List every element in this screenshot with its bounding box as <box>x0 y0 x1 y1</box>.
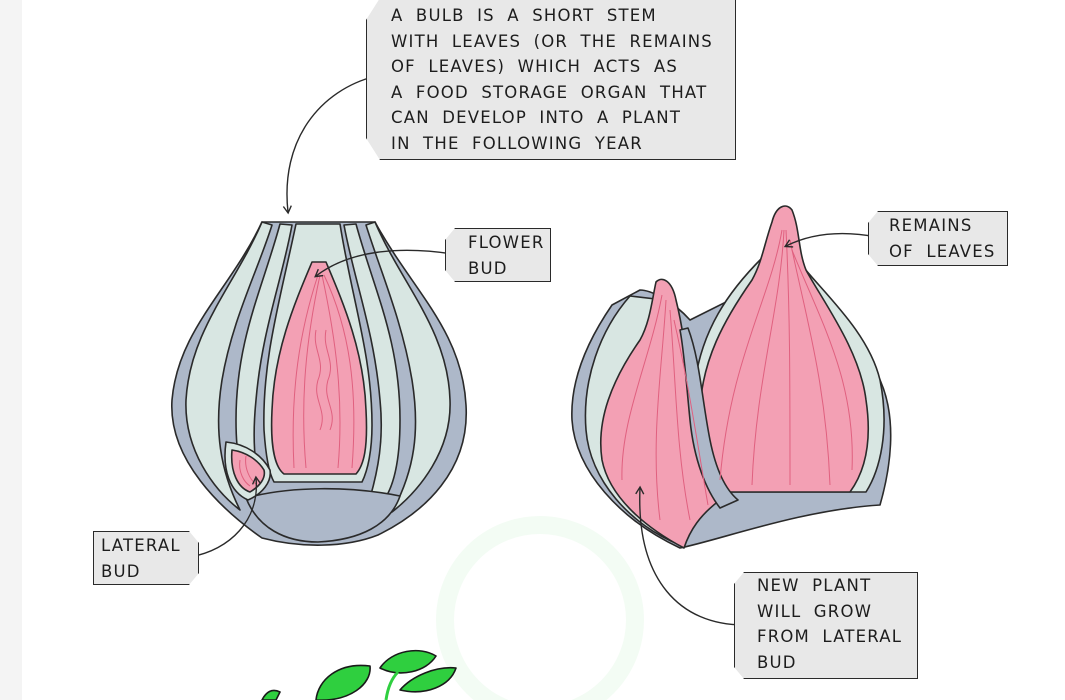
callout-line: IN THE FOLLOWING YEAR <box>391 133 643 153</box>
left-bulb-section <box>171 221 467 546</box>
label-line: BUD <box>468 258 508 278</box>
label-line: WILL GROW <box>757 601 873 621</box>
label-line: REMAINS <box>889 216 973 235</box>
callout-line: WITH LEAVES (OR THE REMAINS <box>391 31 713 51</box>
arrow-new-plant <box>635 485 745 626</box>
arrow-remains-of-leaves <box>783 232 878 248</box>
arrow-flower-bud <box>314 249 454 278</box>
background-watermark <box>436 516 644 700</box>
label-lateral-bud: LATERAL BUD <box>93 531 199 585</box>
arrow-main-to-bulb <box>282 75 377 215</box>
callout-line: A BULB IS A SHORT STEM <box>391 6 657 25</box>
label-line: OF LEAVES <box>889 241 996 261</box>
logo-leaves-icon <box>261 649 457 700</box>
left-bud-texture <box>239 274 355 487</box>
arrow-lateral-bud <box>189 475 262 558</box>
label-line: FLOWER <box>468 233 545 252</box>
callout-bulb-definition: A BULB IS A SHORT STEM WITH LEAVES (OR T… <box>366 0 736 160</box>
label-line: BUD <box>757 652 797 672</box>
label-line: BUD <box>101 561 141 581</box>
page-left-margin <box>0 0 22 700</box>
label-new-plant: NEW PLANT WILL GROW FROM LATERAL BUD <box>734 572 918 679</box>
callout-line: A FOOD STORAGE ORGAN THAT <box>391 82 708 102</box>
label-remains-of-leaves: REMAINS OF LEAVES <box>868 211 1008 266</box>
label-line: LATERAL <box>101 536 181 555</box>
right-bulb-section <box>571 205 892 549</box>
label-flower-bud: FLOWER BUD <box>445 228 551 282</box>
right-bud-texture <box>621 229 853 521</box>
label-line: NEW PLANT <box>757 576 872 595</box>
callout-line: CAN DEVELOP INTO A PLANT <box>391 108 682 127</box>
label-line: FROM LATERAL <box>757 627 903 646</box>
callout-line: OF LEAVES) WHICH ACTS AS <box>391 57 679 76</box>
